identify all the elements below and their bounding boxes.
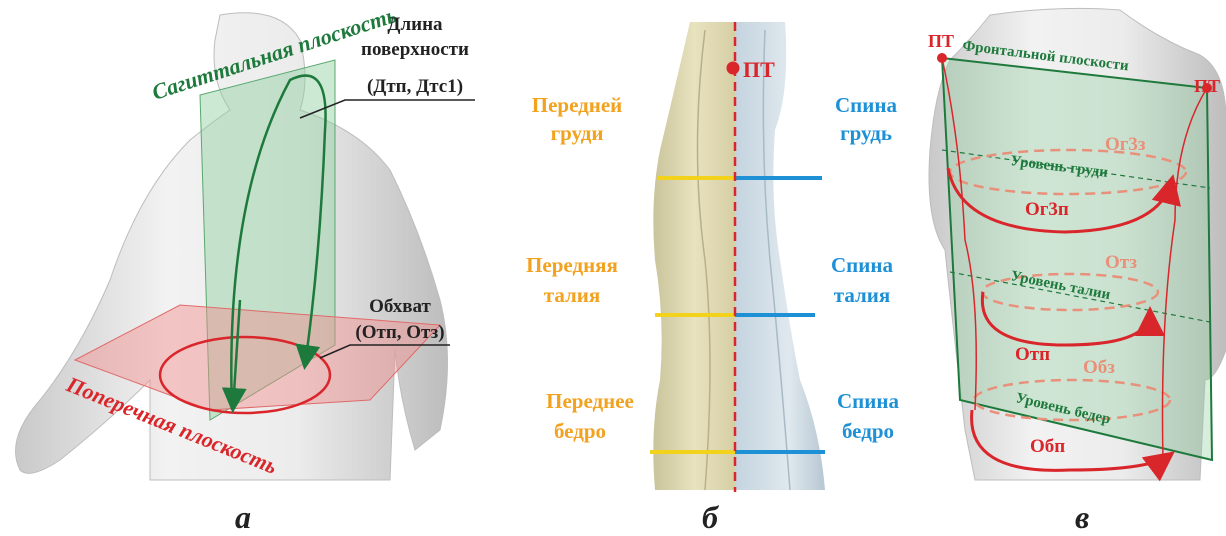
back-hip-label-l1: Спина xyxy=(837,389,899,413)
otp-label: Отп xyxy=(1015,344,1050,365)
back-chest-label-l1: Спина xyxy=(835,93,897,117)
pt-label-right: ПТ xyxy=(1194,76,1220,96)
front-waist-label-l1: Передняя xyxy=(526,253,618,277)
og3p-label: Ог3п xyxy=(1025,199,1069,220)
front-chest-label-l1: Передней xyxy=(532,93,623,117)
panel-b: ПТ Передней груди Спина грудь Передняя т… xyxy=(526,22,899,492)
front-waist-label-l2: талия xyxy=(544,283,601,307)
frontal-plane xyxy=(942,58,1212,460)
panel-c: ПТ ПТ Фронтальной плоскости Ог3з Уровень… xyxy=(928,8,1226,480)
girth-label-l2: (Отп, Отз) xyxy=(355,322,444,343)
panel-letter-c: в xyxy=(1075,499,1089,535)
body-front-half xyxy=(653,22,735,490)
body-back-half xyxy=(735,22,825,490)
surface-length-label-l3: (Дтп, Дтс1) xyxy=(367,76,463,97)
front-chest-label-l2: груди xyxy=(551,121,604,145)
panel-letter-a: а xyxy=(235,499,251,535)
og3z-label: Ог3з xyxy=(1105,134,1146,155)
back-hip-label-l2: бедро xyxy=(842,419,894,443)
panel-letter-b: б xyxy=(702,499,720,535)
surface-length-label-l2: поверхности xyxy=(361,39,469,60)
pt-label-left: ПТ xyxy=(928,31,954,51)
otz-label: Отз xyxy=(1105,252,1137,273)
obz-label: Обз xyxy=(1083,357,1115,378)
back-waist-label-l1: Спина xyxy=(831,253,893,277)
back-chest-label-l2: грудь xyxy=(840,121,892,145)
front-hip-label-l2: бедро xyxy=(554,419,606,443)
panel-a: Сагиттальная плоскость Длина поверхности… xyxy=(16,2,476,480)
back-waist-label-l2: талия xyxy=(834,283,891,307)
obp-label: Обп xyxy=(1030,436,1065,457)
girth-label-l1: Обхват xyxy=(369,296,431,317)
surface-length-label-l1: Длина xyxy=(387,14,443,35)
pt-label-b: ПТ xyxy=(743,57,775,82)
front-hip-label-l1: Переднее xyxy=(546,389,634,413)
pt-point xyxy=(727,62,740,75)
pt-point-left xyxy=(937,53,947,63)
